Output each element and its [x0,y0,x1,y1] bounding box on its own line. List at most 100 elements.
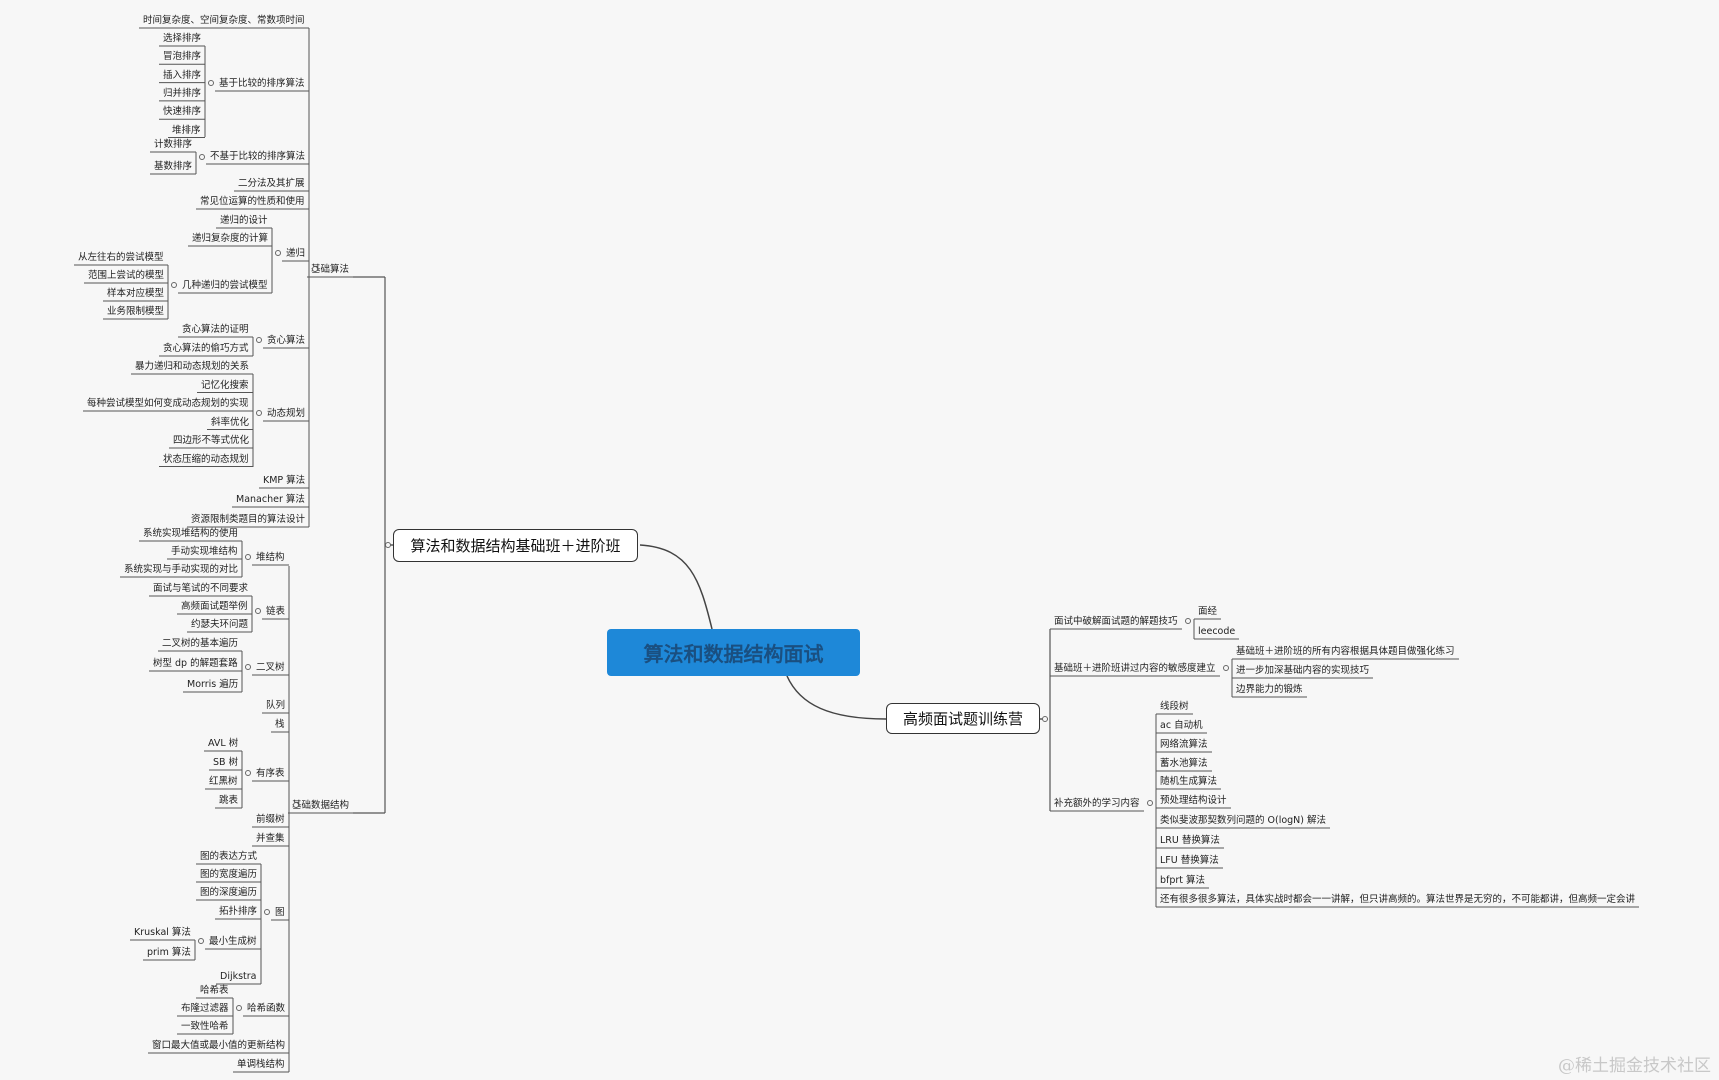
leaf-sensitivity[interactable]: 基础班＋进阶班的所有内容根据具体题目做强化练习 [1236,646,1455,657]
collapse-toggle[interactable] [245,770,251,776]
leaf-sort-item[interactable]: 基数排序 [154,161,193,172]
collapse-toggle[interactable] [236,1005,242,1011]
leaf-dp[interactable]: 四边形不等式优化 [173,435,250,446]
leaf-extra[interactable]: bfprt 算法 [1160,875,1206,886]
collapse-toggle[interactable] [264,909,270,915]
node-complexity[interactable]: 时间复杂度、空间复杂度、常数项时间 [143,15,305,26]
node-basic-algorithms[interactable]: 基础算法 [311,264,350,275]
leaf-tips[interactable]: 面经 [1198,606,1218,617]
leaf-sensitivity[interactable]: 边界能力的锻炼 [1236,684,1303,695]
node-tips[interactable]: 面试中破解面试题的解题技巧 [1054,616,1178,627]
leaf-ordered-table[interactable]: 红黑树 [209,776,238,787]
collapse-toggle[interactable] [312,266,318,272]
leaf-ordered-table[interactable]: AVL 树 [208,738,239,749]
leaf-ordered-table[interactable]: 跳表 [219,795,239,806]
leaf-sort-item[interactable]: 选择排序 [163,33,202,44]
leaf-sort-item[interactable]: 冒泡排序 [163,51,202,63]
leaf-graph[interactable]: 图的宽度遍历 [200,869,258,880]
leaf-extra[interactable]: 预处理结构设计 [1160,795,1227,806]
leaf-sort-item[interactable]: 堆排序 [172,124,201,136]
leaf-extra[interactable]: 还有很多很多算法，具体实战时都会一一讲解，但只讲高频的。算法世界是无穷的，不可能… [1160,894,1636,905]
collapse-toggle[interactable] [199,154,205,160]
leaf-graph[interactable]: 图的深度遍历 [200,887,258,898]
leaf-extra[interactable]: 蓄水池算法 [1160,758,1208,769]
node-dp[interactable]: 动态规划 [267,408,306,419]
node-recursion-design[interactable]: 递归的设计 [220,215,268,226]
leaf-extra[interactable]: 网络流算法 [1160,739,1208,750]
leaf-heap[interactable]: 手动实现堆结构 [171,546,238,557]
leaf-ordered-table[interactable]: SB 树 [213,757,239,768]
collapse-toggle[interactable] [385,542,391,548]
collapse-toggle[interactable] [208,80,214,86]
collapse-toggle[interactable] [245,664,251,670]
node-recursion[interactable]: 递归 [286,248,306,259]
collapse-toggle[interactable] [256,337,262,343]
node-manacher[interactable]: Manacher 算法 [236,494,305,505]
leaf-hash[interactable]: 哈希表 [200,985,229,996]
collapse-toggle[interactable] [255,608,261,614]
leaf-recursion-model[interactable]: 样本对应模型 [107,288,165,299]
node-comparison-sort[interactable]: 基于比较的排序算法 [219,78,305,89]
node-recursion-complexity[interactable]: 递归复杂度的计算 [192,233,269,244]
node-ordered-table[interactable]: 有序表 [256,768,285,779]
leaf-sort-item[interactable]: 归并排序 [163,87,202,99]
node-hash[interactable]: 哈希函数 [247,1003,286,1014]
node-linked-list[interactable]: 链表 [266,606,286,617]
node-heap[interactable]: 堆结构 [256,552,285,563]
node-mono-stack[interactable]: 单调栈结构 [237,1059,285,1070]
leaf-sort-item[interactable]: 计数排序 [154,139,193,150]
collapse-toggle[interactable] [245,554,251,560]
node-dijkstra[interactable]: Dijkstra [220,971,257,982]
leaf-mst[interactable]: prim 算法 [147,947,191,958]
leaf-extra[interactable]: LFU 替换算法 [1160,855,1219,866]
node-stack[interactable]: 栈 [275,719,285,730]
collapse-toggle[interactable] [1147,800,1153,806]
node-graph[interactable]: 图 [275,907,285,918]
collapse-toggle[interactable] [1223,665,1229,671]
leaf-mst[interactable]: Kruskal 算法 [134,927,191,938]
leaf-extra[interactable]: LRU 替换算法 [1160,835,1220,846]
node-binary-tree[interactable]: 二叉树 [256,662,285,673]
collapse-toggle[interactable] [1042,716,1048,722]
node-recursion-models[interactable]: 几种递归的尝试模型 [182,280,268,291]
collapse-toggle[interactable] [256,410,262,416]
node-non-comparison-sort[interactable]: 不基于比较的排序算法 [210,151,306,162]
leaf-recursion-model[interactable]: 范围上尝试的模型 [88,270,165,281]
leaf-linked-list[interactable]: 高频面试题举例 [181,601,248,612]
collapse-toggle[interactable] [171,282,177,288]
leaf-dp[interactable]: 暴力递归和动态规划的关系 [135,361,250,372]
leaf-greedy[interactable]: 贪心算法的偷巧方式 [163,343,249,354]
leaf-binary-tree[interactable]: Morris 遍历 [187,679,239,690]
node-resource[interactable]: 资源限制类题目的算法设计 [191,514,306,525]
collapse-toggle[interactable] [275,250,281,256]
node-trie[interactable]: 前缀树 [256,814,285,825]
leaf-extra[interactable]: ac 自动机 [1160,720,1203,731]
node-window[interactable]: 窗口最大值或最小值的更新结构 [152,1040,286,1051]
collapse-toggle[interactable] [198,938,204,944]
leaf-hash[interactable]: 一致性哈希 [181,1021,229,1032]
node-extra[interactable]: 补充额外的学习内容 [1054,798,1140,809]
node-bit-ops[interactable]: 常见位运算的性质和使用 [200,196,305,207]
leaf-hash[interactable]: 布隆过滤器 [181,1003,229,1014]
node-basic-ds[interactable]: 基础数据结构 [292,800,350,811]
leaf-linked-list[interactable]: 面试与笔试的不同要求 [153,583,249,594]
node-greedy[interactable]: 贪心算法 [267,335,306,346]
leaf-dp[interactable]: 状态压缩的动态规划 [163,453,249,465]
leaf-dp[interactable]: 每种尝试模型如何变成动态规划的实现 [87,398,249,409]
root-topic[interactable]: 算法和数据结构面试 [607,629,860,676]
leaf-binary-tree[interactable]: 二叉树的基本遍历 [162,638,239,649]
collapse-toggle[interactable] [1185,618,1191,624]
node-sensitivity[interactable]: 基础班＋进阶班讲过内容的敏感度建立 [1054,663,1216,674]
leaf-extra[interactable]: 随机生成算法 [1160,776,1218,787]
leaf-heap[interactable]: 系统实现与手动实现的对比 [124,564,239,575]
node-mst[interactable]: 最小生成树 [209,936,257,947]
leaf-greedy[interactable]: 贪心算法的证明 [182,324,249,335]
leaf-sort-item[interactable]: 插入排序 [163,69,202,81]
leaf-heap[interactable]: 系统实现堆结构的使用 [143,528,239,539]
leaf-binary-tree[interactable]: 树型 dp 的解题套路 [153,658,238,669]
leaf-tips[interactable]: leecode [1198,626,1236,637]
collapse-toggle[interactable] [293,802,299,808]
leaf-sensitivity[interactable]: 进一步加深基础内容的实现技巧 [1236,665,1370,676]
right-main-topic[interactable]: 高频面试题训练营 [886,703,1040,734]
node-union-find[interactable]: 并查集 [256,833,285,844]
